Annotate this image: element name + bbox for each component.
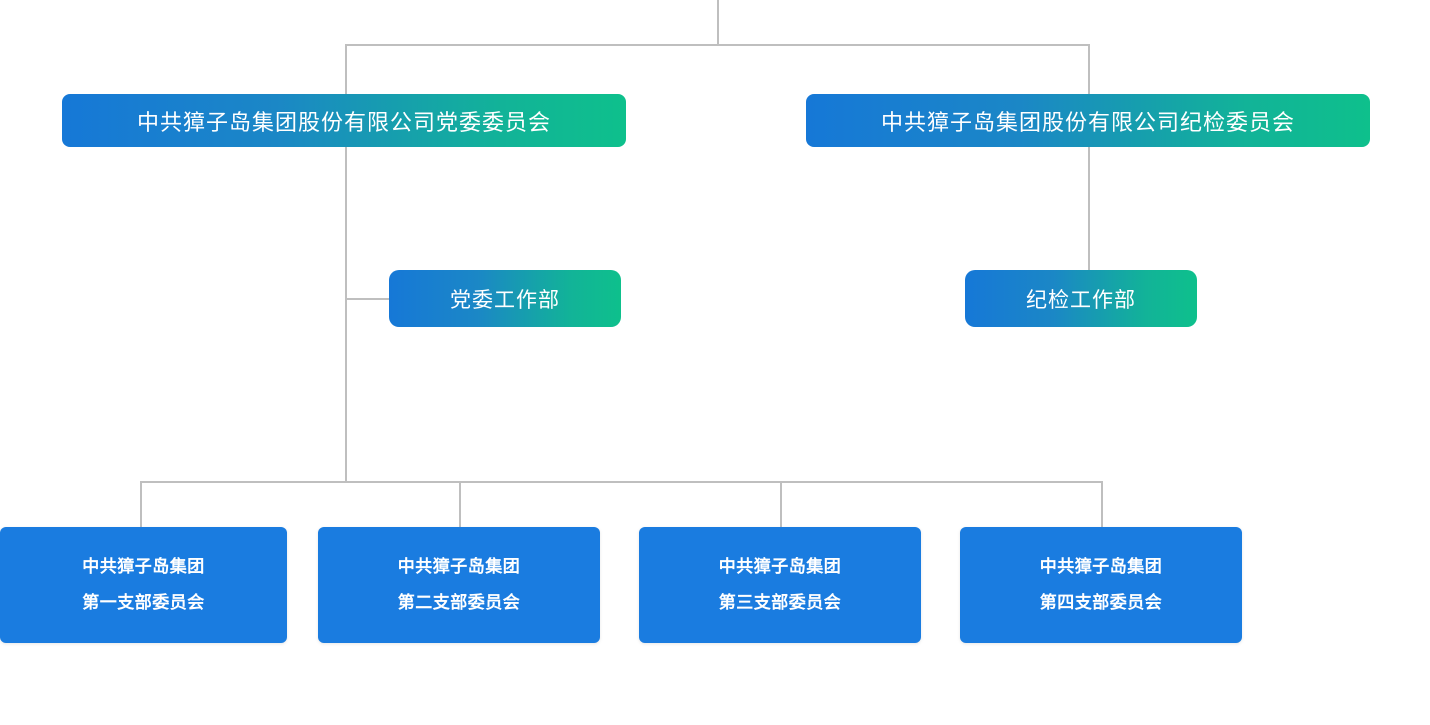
node-party-committee[interactable]: 中共獐子岛集团股份有限公司党委委员会 [62,94,626,147]
node-branch-1[interactable]: 中共獐子岛集团 第一支部委员会 [0,527,287,643]
connector-top-horizontal-bar [345,44,1090,46]
node-discipline-work-department[interactable]: 纪检工作部 [965,270,1197,327]
connector-to-discipline-work-dept [1088,147,1090,272]
node-branch-4[interactable]: 中共獐子岛集团 第四支部委员会 [960,527,1242,643]
node-branch-4-label-line1: 中共獐子岛集团 [1039,557,1163,576]
node-branch-2[interactable]: 中共獐子岛集团 第二支部委员会 [318,527,600,643]
connector-drop-to-discipline-committee [1088,44,1090,96]
node-branch-3[interactable]: 中共獐子岛集团 第三支部委员会 [639,527,921,643]
connector-drop-to-party-committee [345,44,347,96]
node-branch-1-label-line2: 第一支部委员会 [82,593,205,612]
connector-drop-to-branch-3 [780,481,782,529]
connector-to-party-work-dept [345,298,391,300]
node-branch-4-label-line2: 第四支部委员会 [1039,593,1163,612]
connector-drop-to-branch-4 [1101,481,1103,529]
node-branch-3-label-line2: 第三支部委员会 [718,593,842,612]
node-branch-1-label-line1: 中共獐子岛集团 [82,557,205,576]
node-discipline-work-department-label: 纪检工作部 [1026,288,1136,312]
node-branch-2-label-line1: 中共獐子岛集团 [397,557,521,576]
connector-drop-to-branch-2 [459,481,461,529]
node-party-work-department[interactable]: 党委工作部 [389,270,621,327]
connector-branch-horizontal-bar [140,481,1103,483]
connector-drop-to-branch-1 [140,481,142,529]
node-discipline-committee-label: 中共獐子岛集团股份有限公司纪检委员会 [880,109,1295,135]
connector-root-stem [717,0,719,46]
node-discipline-committee[interactable]: 中共獐子岛集团股份有限公司纪检委员会 [806,94,1370,147]
node-party-committee-label: 中共獐子岛集团股份有限公司党委委员会 [136,109,551,135]
node-branch-2-label-line2: 第二支部委员会 [397,593,521,612]
connector-party-committee-spine [345,147,347,483]
node-branch-3-label-line1: 中共獐子岛集团 [718,557,842,576]
node-party-work-department-label: 党委工作部 [450,288,560,312]
